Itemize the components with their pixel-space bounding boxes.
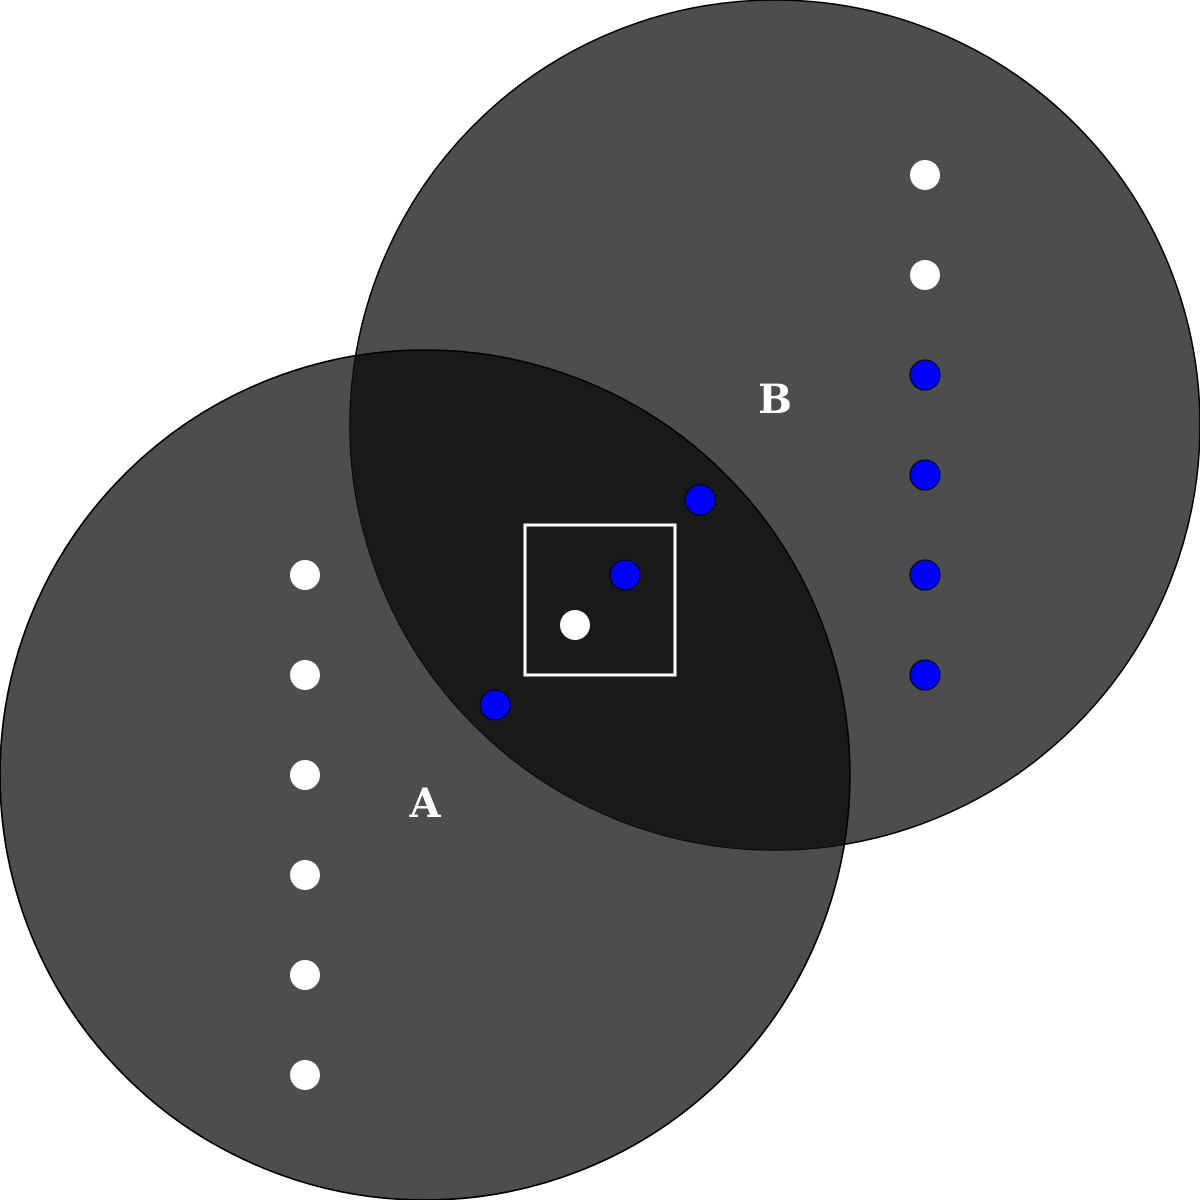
circle-a-dot xyxy=(290,660,320,690)
dots-group xyxy=(290,160,941,1090)
overlap-dot xyxy=(609,559,641,591)
overlap-dot xyxy=(479,689,511,721)
circle-b-dot xyxy=(909,659,941,691)
circle-a-dot xyxy=(290,960,320,990)
center-square xyxy=(523,523,677,677)
circle-a-label: A xyxy=(408,780,441,827)
circle-a-dot xyxy=(290,560,320,590)
overlap-dot xyxy=(684,484,716,516)
circle-b-dot xyxy=(910,160,940,190)
circle-a-dot xyxy=(290,760,320,790)
circle-b-dot xyxy=(909,559,941,591)
circle-a-outline xyxy=(0,349,851,1200)
circle-b-label: B xyxy=(758,376,792,423)
circle-b-dot xyxy=(909,359,941,391)
circle-b-dot xyxy=(910,260,940,290)
circle-a-dot xyxy=(290,860,320,890)
circle-a-dot xyxy=(290,1060,320,1090)
circle-b-dot xyxy=(909,459,941,491)
overlap-dot xyxy=(560,610,590,640)
